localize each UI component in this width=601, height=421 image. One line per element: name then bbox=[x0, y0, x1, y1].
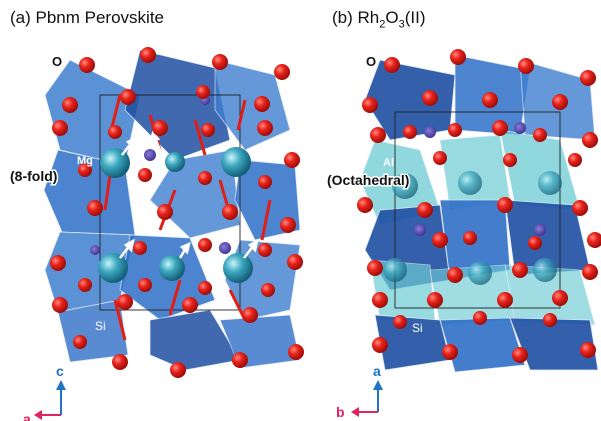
panel-a-mg-label: Mg bbox=[77, 155, 93, 167]
panel-b-coordination-label: (Octahedral) bbox=[327, 172, 409, 188]
panel-a-si-label: Si bbox=[95, 319, 106, 333]
panel-a-oxygen-atoms bbox=[50, 47, 304, 378]
panel-b-o-label: O bbox=[366, 54, 376, 69]
panel-a-axis-a-label: a bbox=[23, 411, 31, 421]
panel-b-oxygen-atoms bbox=[357, 49, 601, 363]
panel-a-coordination-label: (8-fold) bbox=[10, 168, 57, 184]
panel-b-axis-b-label: b bbox=[336, 404, 345, 420]
panel-a-o-label: O bbox=[52, 54, 62, 69]
panel-a-title: (a) Pbnm Perovskite bbox=[10, 8, 164, 27]
panel-b-axes: a b bbox=[336, 363, 383, 420]
panel-a-structure: O Mg (8-fold) Si c a bbox=[9, 47, 304, 421]
panel-b-unit-cell bbox=[394, 111, 561, 309]
panel-a-axis-c-label: c bbox=[56, 363, 64, 379]
panel-b-al-label: Al bbox=[383, 157, 394, 169]
panel-a-inner-atoms bbox=[90, 95, 231, 255]
panel-a-mg-atoms bbox=[98, 147, 253, 283]
panel-b-si-label: Si bbox=[412, 321, 423, 335]
panel-b-al-atoms bbox=[383, 171, 562, 285]
panel-b-structure: O Al (Octahedral) Si a b bbox=[326, 49, 601, 420]
panel-b-axis-a-label: a bbox=[373, 363, 381, 379]
panel-b-inner-atoms bbox=[414, 122, 546, 236]
panel-b-title: (b) Rh2O3(II) bbox=[332, 8, 426, 31]
panel-a-displacement-arrows bbox=[119, 130, 259, 259]
panel-a-axes: c a bbox=[23, 363, 66, 421]
